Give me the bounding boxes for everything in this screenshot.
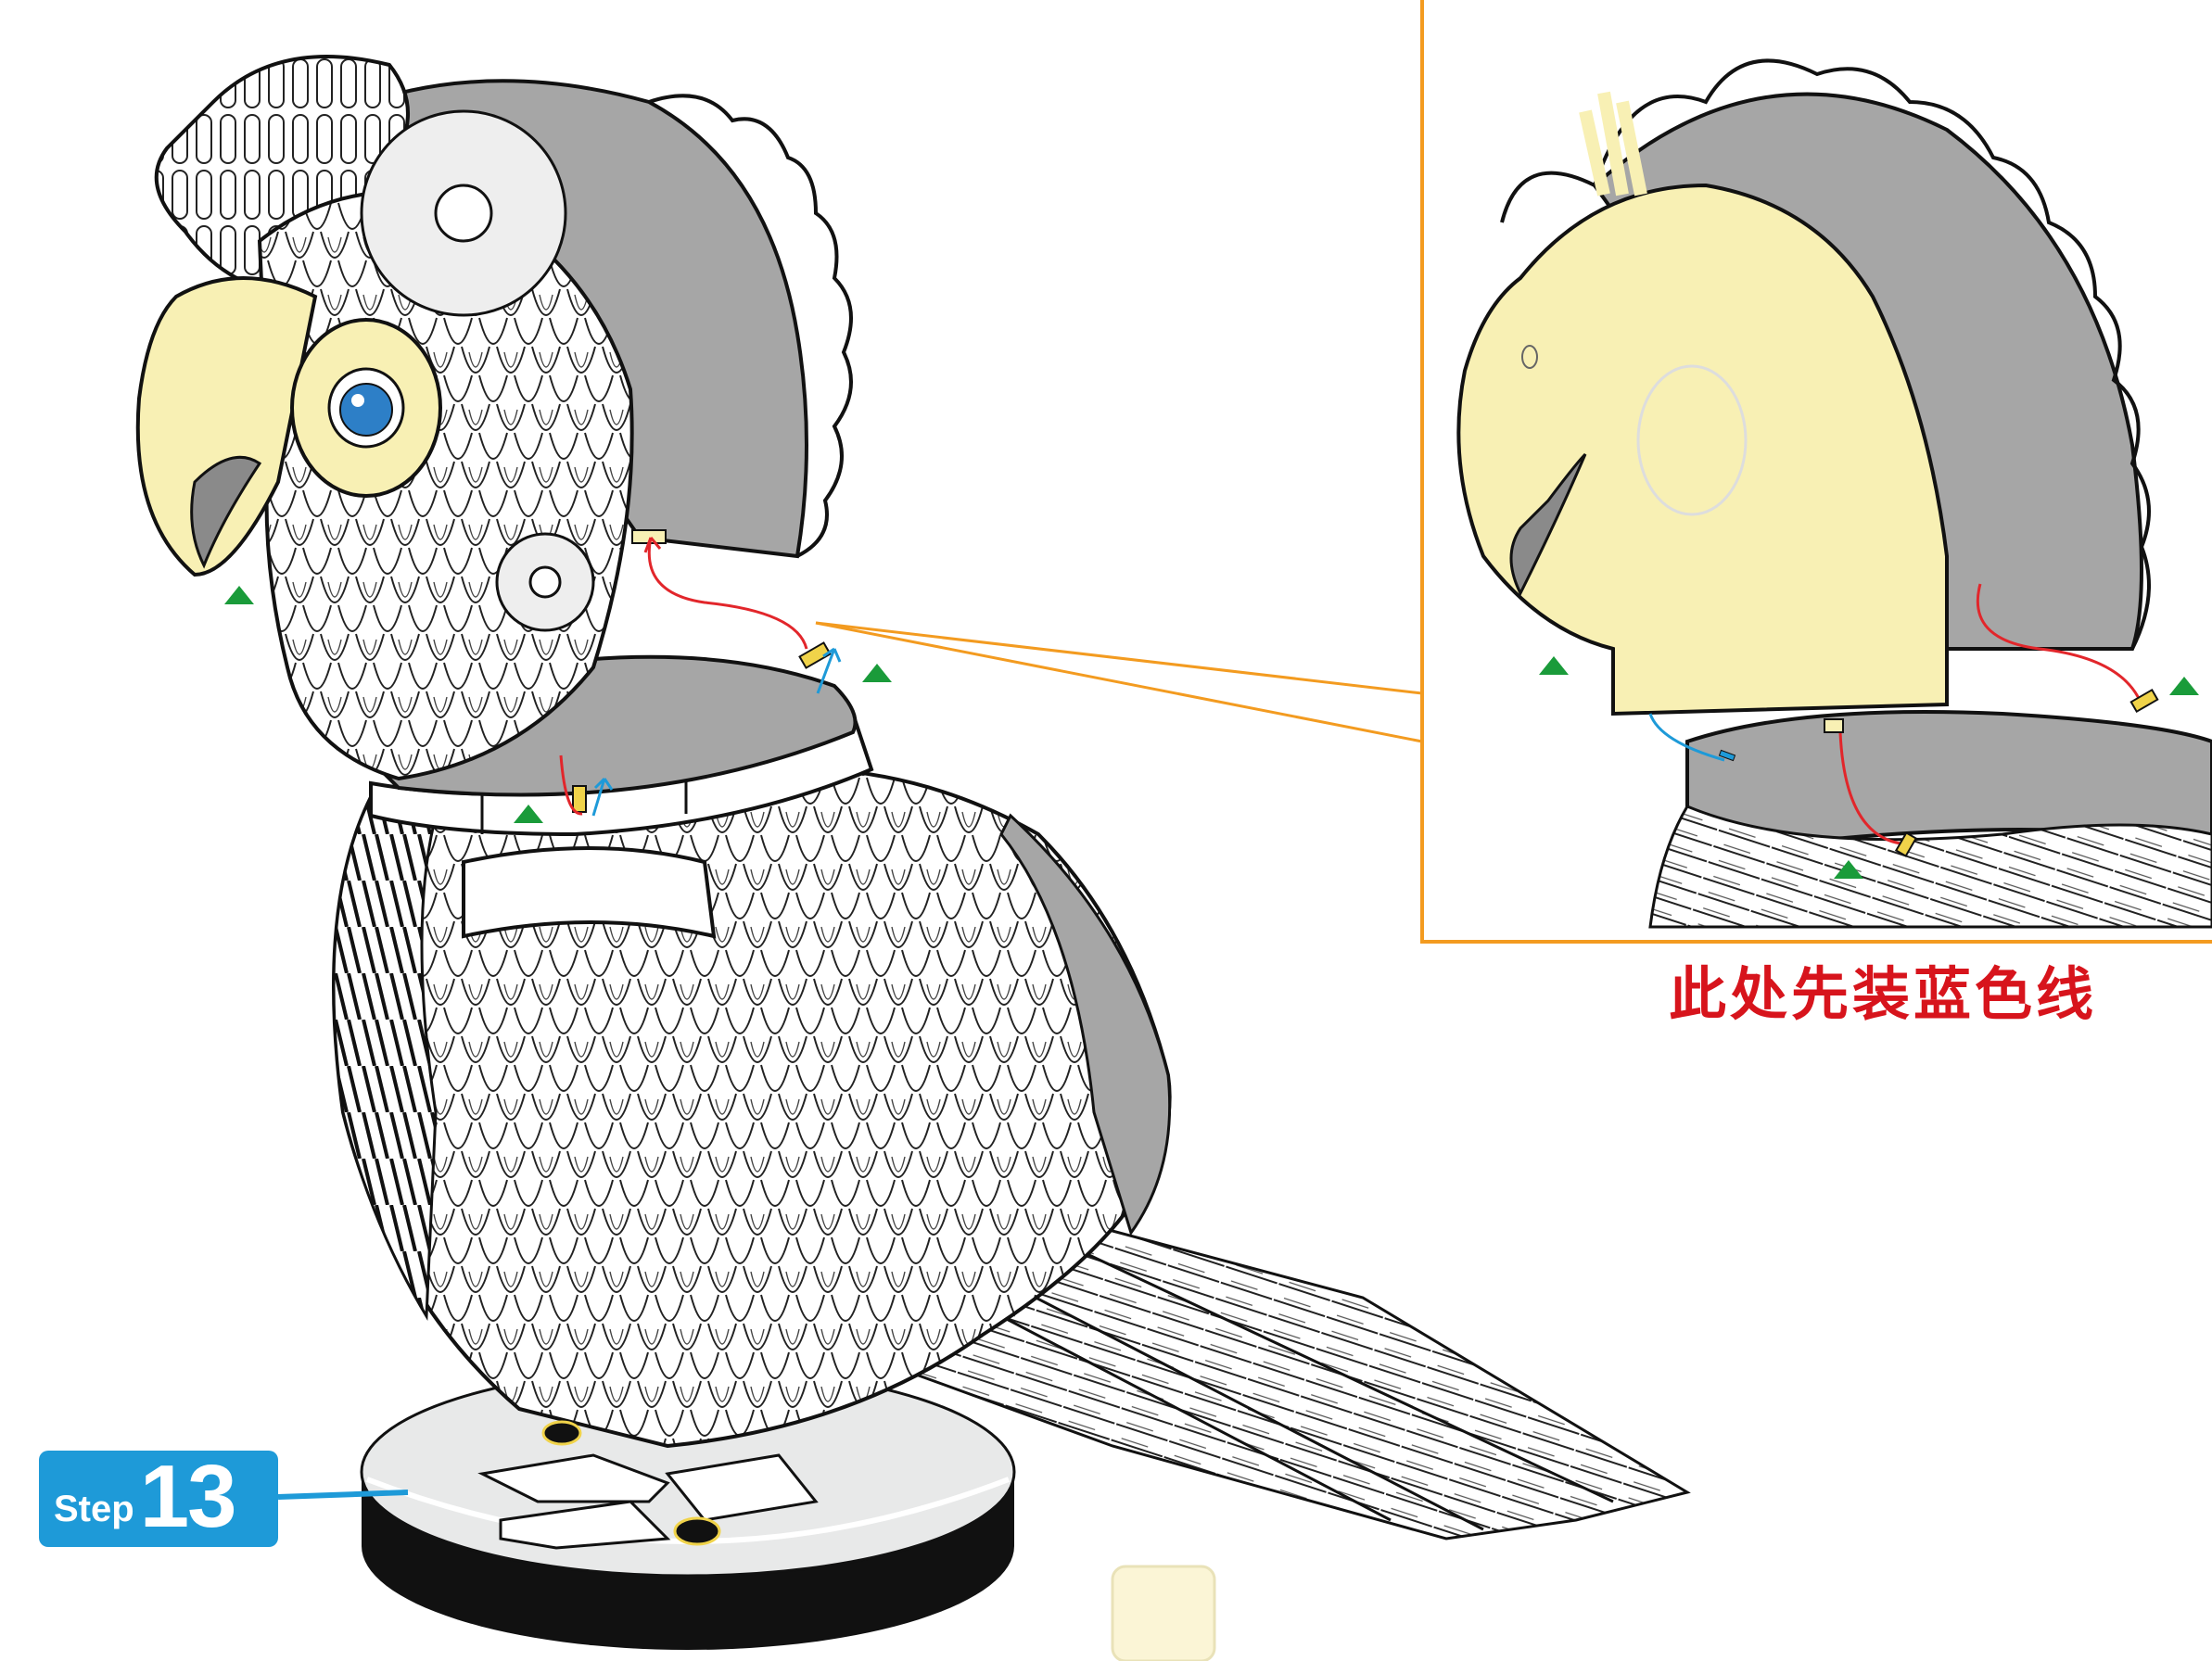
- green-triangle-marker: [224, 586, 254, 604]
- detail-callout: [816, 0, 2212, 942]
- green-triangle-marker: [862, 664, 892, 682]
- callout-note: 此处先装蓝色线: [1669, 947, 2132, 1021]
- step-badge: Step 13: [39, 1451, 278, 1547]
- step-number: 13: [140, 1452, 235, 1541]
- callout-zoom-view: [1458, 60, 2212, 927]
- step-word: Step: [54, 1489, 134, 1530]
- cream-part: [1112, 1566, 1214, 1661]
- green-triangle-marker: [1539, 656, 1569, 675]
- green-triangle-marker: [2169, 677, 2199, 695]
- eye: [292, 320, 440, 496]
